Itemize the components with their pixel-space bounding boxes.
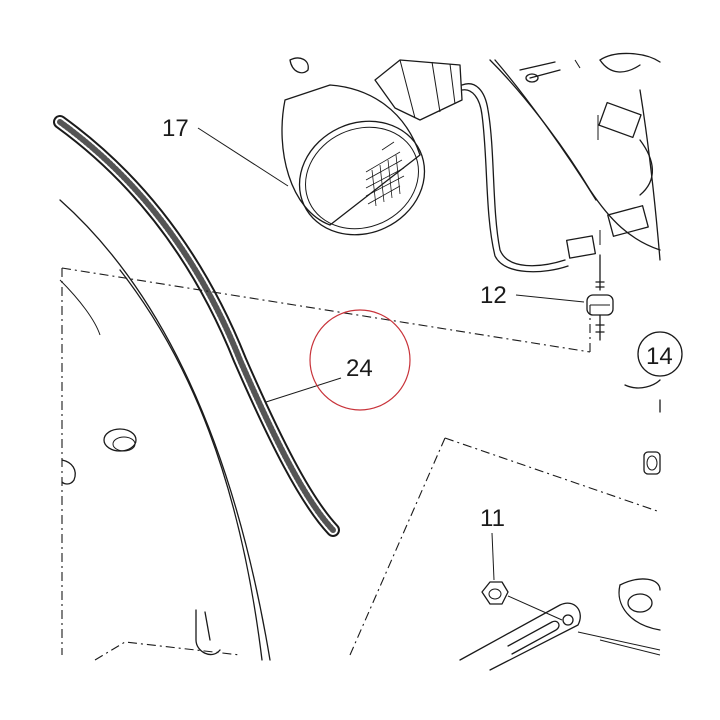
callout-12-label: 12 (480, 282, 507, 309)
callout-14-label: 14 (646, 343, 673, 370)
grommet-right (643, 451, 661, 475)
callout-14-partial: 14 (624, 331, 683, 413)
highlight-circle[interactable] (309, 309, 411, 411)
rubber-mount-stud (586, 254, 614, 341)
turn-signal-lamp (281, 57, 569, 273)
mounting-bracket (459, 578, 661, 671)
lamp-lens-grid (365, 141, 405, 207)
callout-17-label: 17 (162, 115, 189, 142)
leader-lines (197, 127, 661, 651)
fender-panel (59, 199, 271, 661)
wiring-harness (489, 52, 661, 261)
callout-11-label: 11 (480, 505, 505, 532)
panel-holes (61, 428, 221, 656)
edge-trim-strip (53, 115, 340, 537)
hex-nut (481, 581, 509, 605)
assembly-outlines (61, 267, 661, 661)
callout-24-label: 24 (346, 355, 373, 382)
